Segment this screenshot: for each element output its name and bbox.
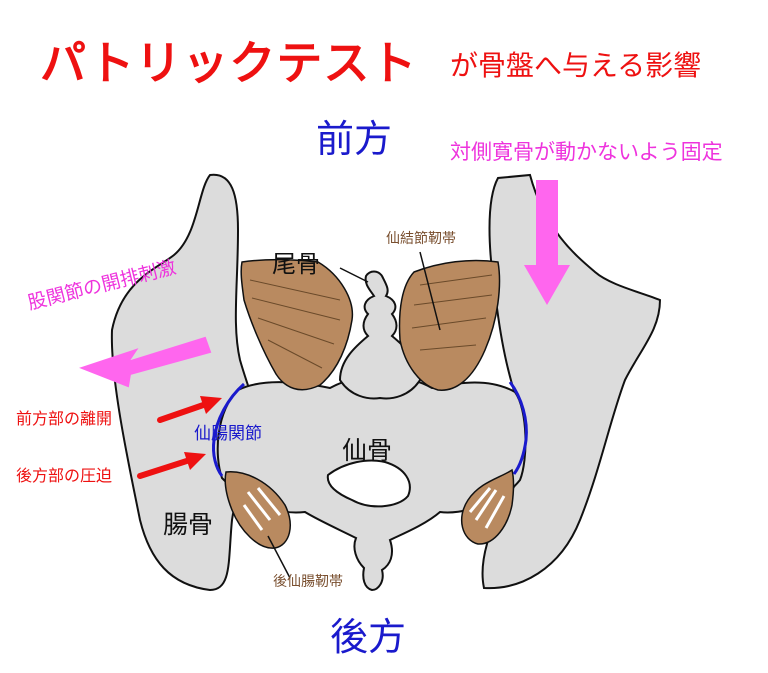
label-sacrum: 仙骨 (342, 436, 393, 465)
coccyx-bone (338, 270, 422, 400)
right-sacrotuberous-ligament (398, 259, 501, 391)
label-si-joint: 仙腸関節 (194, 424, 262, 444)
direction-back: 後方 (330, 615, 407, 659)
left-ilium-bone (110, 173, 264, 592)
note-anterior-opening: 前方部の離開 (16, 409, 113, 428)
arrow-left-magenta-icon (79, 336, 212, 388)
note-posterior-compression: 後方部の圧迫 (16, 466, 113, 485)
sacral-foramen (326, 459, 411, 508)
label-coccyx: 尾骨 (272, 250, 320, 278)
right-posterior-si-ligament (460, 468, 515, 545)
right-si-joint-line (508, 381, 528, 475)
label-posterior-si-ligament: 後仙腸靭帯 (273, 574, 343, 590)
title-main: パトリックテスト (40, 36, 418, 90)
left-si-joint-line (212, 382, 245, 477)
note-fixation: 対側寛骨が動かないよう固定 (450, 140, 723, 164)
left-sacrotuberous-ligament (240, 258, 354, 391)
direction-front: 前方 (316, 117, 393, 161)
label-ilium: 腸骨 (163, 510, 214, 539)
title-sub: が骨盤へ与える影響 (450, 49, 702, 82)
right-ilium-bone (481, 173, 662, 590)
label-sacrotuberous-ligament: 仙結節靭帯 (386, 231, 456, 247)
arrow-red-icon (137, 455, 199, 479)
arrow-down-magenta-icon (524, 180, 570, 305)
